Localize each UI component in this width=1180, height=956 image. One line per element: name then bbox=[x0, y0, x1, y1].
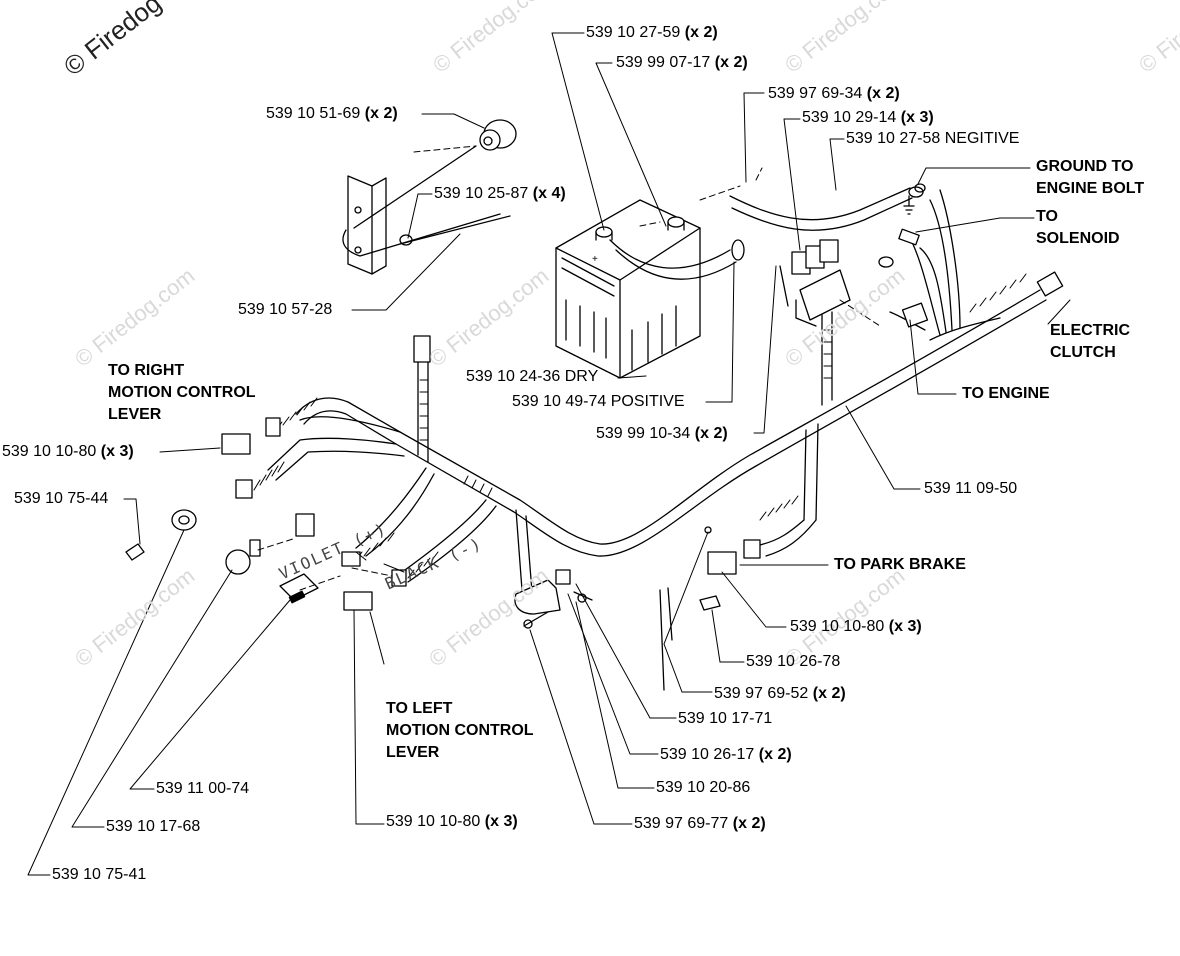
part-label: 539 97 69-34 (x 2) bbox=[768, 85, 900, 102]
leader-lines bbox=[27, 32, 1071, 876]
part-label: 539 10 25-87 (x 4) bbox=[434, 185, 566, 202]
center-switch bbox=[514, 569, 593, 629]
part-label: 539 11 00-74 bbox=[156, 780, 250, 797]
part-label: 539 10 20-86 bbox=[656, 779, 751, 796]
part-label: 539 97 69-77 (x 2) bbox=[634, 815, 766, 832]
part-label: 539 10 75-41 bbox=[52, 866, 147, 883]
positive-cable bbox=[609, 239, 745, 280]
part-label: 539 99 07-17 (x 2) bbox=[616, 54, 748, 71]
part-label: 539 10 10-80 (x 3) bbox=[2, 443, 134, 460]
negative-cable bbox=[729, 186, 924, 231]
right-connectors bbox=[878, 183, 1064, 328]
part-label: 539 97 69-52 (x 2) bbox=[714, 685, 846, 702]
part-label: 539 10 29-14 (x 3) bbox=[802, 109, 934, 126]
part-label: 539 10 17-71 bbox=[678, 710, 773, 727]
callout-park-brake: TO PARK BRAKE bbox=[834, 556, 966, 573]
battery-bracket bbox=[342, 145, 511, 275]
part-label: 539 10 26-17 (x 2) bbox=[660, 746, 792, 763]
park-brake-switch bbox=[699, 526, 761, 611]
part-label: 539 10 24-36 DRY bbox=[466, 368, 599, 385]
left-components bbox=[125, 335, 431, 611]
explode-lines bbox=[257, 145, 881, 591]
callout-engine: TO ENGINE bbox=[962, 385, 1050, 402]
part-label: 539 10 27-59 (x 2) bbox=[586, 24, 718, 41]
part-label: 539 10 10-80 (x 3) bbox=[386, 813, 518, 830]
part-label: 539 10 26-78 bbox=[746, 653, 841, 670]
harness-sleeve bbox=[253, 273, 1027, 579]
bumper-part bbox=[479, 119, 517, 151]
relay-block bbox=[779, 239, 851, 327]
part-label: 539 10 51-69 (x 2) bbox=[266, 105, 398, 122]
part-label: 539 10 17-68 bbox=[106, 818, 201, 835]
part-label: 539 10 27-58 NEGITIVE bbox=[846, 130, 1020, 147]
svg-text:+: + bbox=[592, 254, 598, 265]
part-label: 539 99 10-34 (x 2) bbox=[596, 425, 728, 442]
part-label: 539 10 75-44 bbox=[14, 490, 109, 507]
part-label: 539 11 09-50 bbox=[924, 480, 1018, 497]
battery: + bbox=[555, 199, 701, 379]
part-label: 539 10 57-28 bbox=[238, 301, 333, 318]
part-label: 539 10 10-80 (x 3) bbox=[790, 618, 922, 635]
part-label: 539 10 49-74 POSITIVE bbox=[512, 393, 685, 410]
